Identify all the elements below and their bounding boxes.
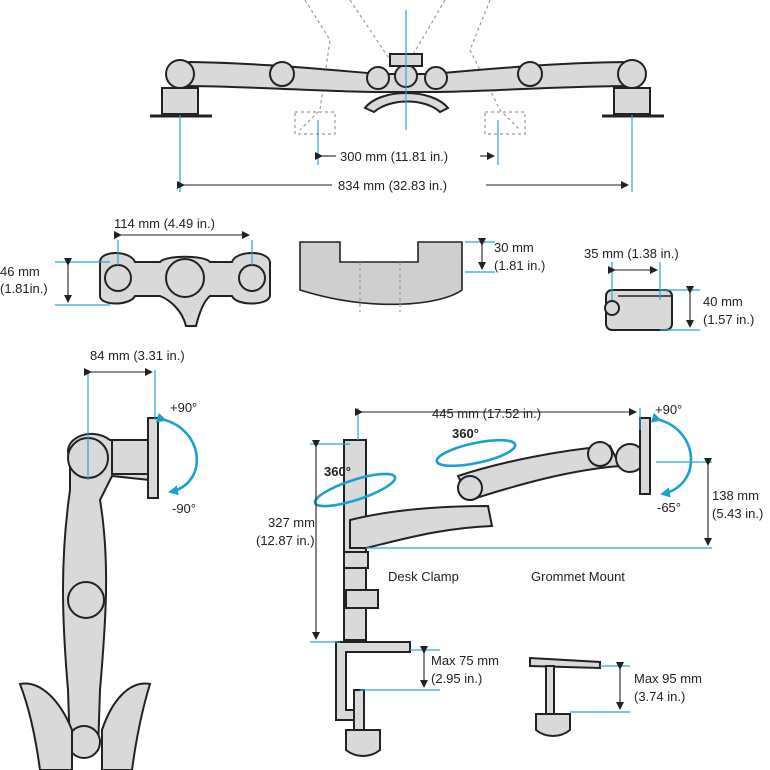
height-40-inch-label: (1.57 in.)	[703, 312, 754, 327]
base-plate-part	[299, 238, 495, 312]
width-300-label: 300 mm (11.81 in.)	[340, 149, 448, 164]
max-75-inch-label: (2.95 in.)	[431, 671, 482, 686]
tilt-down-right-label: -65°	[657, 500, 681, 515]
max-95-inch-label: (3.74 in.)	[634, 689, 685, 704]
height-327-inch-label: (12.87 in.)	[256, 533, 315, 548]
max-95-label: Max 95 mm	[634, 671, 702, 686]
height-46-inch-label: (1.81in.)	[0, 281, 48, 296]
width-35-label: 35 mm (1.38 in.)	[584, 246, 679, 261]
rotation-360-pole-label: 360°	[324, 464, 351, 479]
top-front-view	[150, 0, 664, 192]
tilt-up-left-label: +90°	[170, 400, 197, 415]
height-30-inch-label: (1.81 in.)	[494, 258, 545, 273]
desk-clamp-label: Desk Clamp	[388, 569, 459, 584]
width-114-label: 114 mm (4.49 in.)	[114, 216, 215, 231]
height-138-inch-label: (5.43 in.)	[712, 506, 763, 521]
height-40-label: 40 mm	[703, 294, 743, 309]
width-84-label: 84 mm (3.31 in.)	[90, 348, 185, 363]
width-834-label: 834 mm (32.83 in.)	[338, 178, 447, 193]
grommet-mount-label: Grommet Mount	[531, 569, 625, 584]
tilt-up-right-label: +90°	[655, 402, 682, 417]
right-arm-side-view	[310, 408, 712, 757]
tilt-clamp-part	[604, 262, 700, 331]
rotation-360-arm-label: 360°	[452, 426, 479, 441]
height-30-label: 30 mm	[494, 240, 534, 255]
bracket-part	[55, 231, 271, 327]
height-138-label: 138 mm	[712, 488, 759, 503]
height-46-label: 46 mm	[0, 264, 40, 279]
width-445-label: 445 mm (17.52 in.)	[432, 406, 541, 421]
tilt-down-left-label: -90°	[172, 501, 196, 516]
height-327-label: 327 mm	[268, 515, 315, 530]
max-75-label: Max 75 mm	[431, 653, 499, 668]
left-arm-view	[18, 368, 199, 770]
